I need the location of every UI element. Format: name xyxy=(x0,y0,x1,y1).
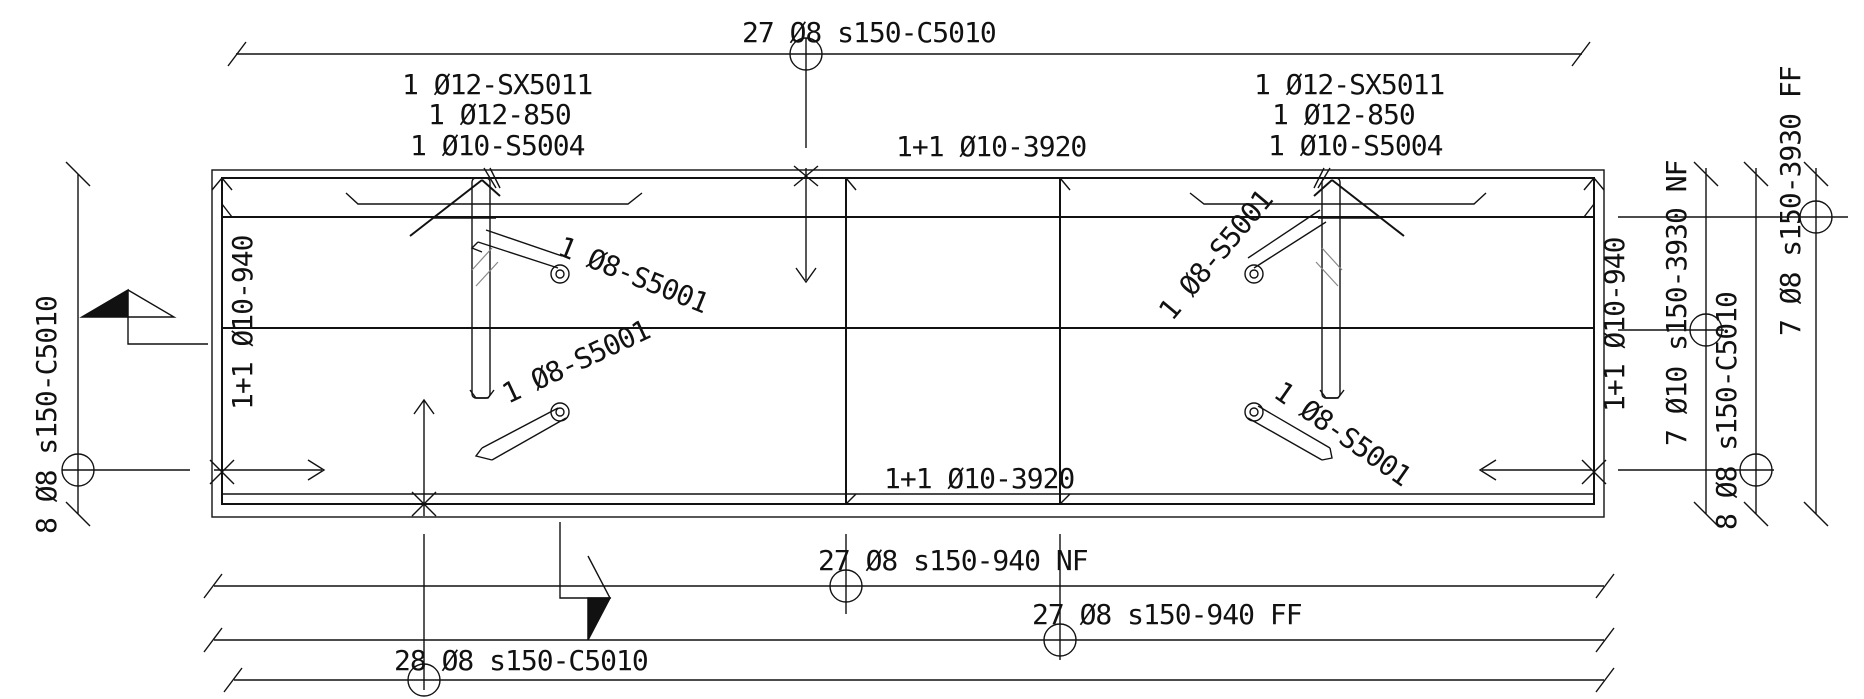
right-vertical-dimension-label-3: 7 Ø8 s150-3930 FF xyxy=(1774,66,1807,336)
stirrup-label-top-left: 1 Ø8-S5001 xyxy=(553,230,712,320)
right-upper-label-c: 1 Ø10-S5004 xyxy=(1268,129,1443,162)
left-upper-label-b: 1 Ø12-850 xyxy=(428,98,571,131)
left-upper-label-c: 1 Ø10-S5004 xyxy=(410,129,585,162)
left-vertical-dimension-label: 8 Ø8 s150-C5010 xyxy=(30,296,63,534)
bottom-long-bar-label: 1+1 Ø10-3920 xyxy=(884,462,1074,495)
bottom-dimension-label-2: 27 Ø8 s150-940 FF xyxy=(1032,598,1302,631)
right-vertical-dimension-label-1: 7 Ø10 s150-3930 NF xyxy=(1660,160,1693,446)
top-long-bar-label: 1+1 Ø10-3920 xyxy=(896,130,1086,163)
left-upper-label-a: 1 Ø12-SX5011 xyxy=(402,68,592,101)
right-upper-label-b: 1 Ø12-850 xyxy=(1272,98,1415,131)
bottom-dimension-label-1: 27 Ø8 s150-940 NF xyxy=(818,544,1088,577)
top-dimension-label: 27 Ø8 s150-C5010 xyxy=(742,16,996,49)
right-end-bar-label: 1+1 Ø10-940 xyxy=(1598,237,1631,412)
concrete-outline xyxy=(211,169,1605,518)
right-upper-label-a: 1 Ø12-SX5011 xyxy=(1254,68,1444,101)
bottom-dimension-label-3: 28 Ø8 s150-C5010 xyxy=(394,644,648,677)
right-vertical-dimension-label-2: 8 Ø8 s150-C5010 xyxy=(1710,292,1743,530)
stirrup-label-top-right: 1 Ø8-S5001 xyxy=(1152,184,1279,327)
left-end-bar-label: 1+1 Ø10-940 xyxy=(226,235,259,410)
rebar-cage xyxy=(221,177,1595,505)
